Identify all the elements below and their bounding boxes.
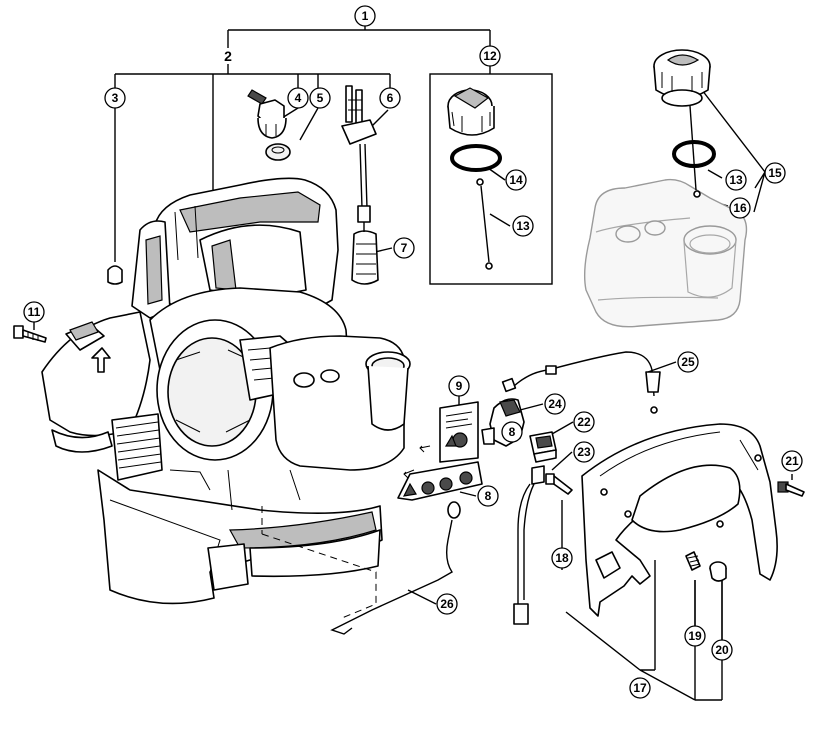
callout-8-lower: 8 [477, 485, 499, 507]
callout-19: 19 [684, 625, 706, 647]
svg-text:4: 4 [295, 91, 302, 105]
screw-18 [545, 473, 573, 495]
decals [397, 401, 483, 501]
part-12-box [429, 73, 553, 285]
callout-3: 3 [104, 87, 126, 109]
callout-1: 1 [354, 5, 376, 27]
svg-text:18: 18 [555, 551, 569, 565]
svg-text:12: 12 [483, 49, 497, 63]
callout-22: 22 [573, 411, 595, 433]
svg-text:20: 20 [715, 643, 729, 657]
callout-15: 15 [764, 162, 786, 184]
callout-4: 4 [287, 87, 309, 109]
callout-2: 2 [224, 48, 232, 64]
svg-text:3: 3 [112, 91, 119, 105]
screw-21 [777, 481, 805, 497]
callout-12: 12 [479, 45, 501, 67]
handle-17 [581, 423, 778, 617]
svg-text:21: 21 [785, 454, 799, 468]
primer-bulb [247, 89, 291, 161]
callout-5: 5 [309, 87, 331, 109]
callout-6: 6 [379, 87, 401, 109]
wire-harness [513, 465, 545, 625]
callout-8-upper: 8 [501, 421, 523, 443]
plug-20 [709, 561, 727, 582]
svg-text:7: 7 [401, 241, 408, 255]
dashed-guides [261, 506, 377, 619]
callout-24: 24 [544, 393, 566, 415]
svg-text:26: 26 [440, 597, 454, 611]
svg-text:13: 13 [729, 173, 743, 187]
fuel-tank [583, 178, 748, 328]
ground-wire-26 [330, 501, 461, 635]
callout-13-box: 13 [512, 215, 534, 237]
svg-text:13: 13 [516, 219, 530, 233]
callout-17: 17 [629, 677, 651, 699]
svg-text:1: 1 [362, 9, 369, 23]
callout-25: 25 [677, 351, 699, 373]
svg-text:17: 17 [633, 681, 647, 695]
svg-text:5: 5 [317, 91, 324, 105]
svg-text:8: 8 [485, 489, 492, 503]
throttle-cable-25 [501, 351, 661, 414]
svg-text:16: 16 [733, 201, 747, 215]
svg-text:6: 6 [387, 91, 394, 105]
fuel-cap [653, 49, 716, 198]
svg-text:8: 8 [509, 425, 516, 439]
svg-text:25: 25 [681, 355, 695, 369]
grommet-3 [107, 265, 123, 285]
svg-text:11: 11 [28, 305, 41, 319]
svg-text:23: 23 [577, 445, 591, 459]
spring-19 [685, 551, 701, 571]
svg-text:19: 19 [688, 629, 702, 643]
switch-22 [529, 431, 557, 463]
blower-housing [41, 177, 411, 605]
callout-21: 21 [781, 450, 803, 472]
callout-11: 11 [23, 301, 45, 323]
svg-text:22: 22 [577, 415, 591, 429]
callout-23: 23 [573, 441, 595, 463]
svg-text:15: 15 [768, 166, 782, 180]
callout-9: 9 [448, 375, 470, 397]
svg-text:24: 24 [548, 397, 562, 411]
callout-18: 18 [551, 547, 573, 569]
callout-13-right: 13 [725, 169, 747, 191]
callout-26: 26 [436, 593, 458, 615]
svg-text:9: 9 [456, 379, 463, 393]
screw-11 [13, 325, 47, 343]
svg-text:14: 14 [509, 173, 523, 187]
callout-16: 16 [729, 197, 751, 219]
callout-20: 20 [711, 639, 733, 661]
callout-7: 7 [393, 237, 415, 259]
callout-14: 14 [505, 169, 527, 191]
fuel-line-and-filter [341, 85, 379, 285]
